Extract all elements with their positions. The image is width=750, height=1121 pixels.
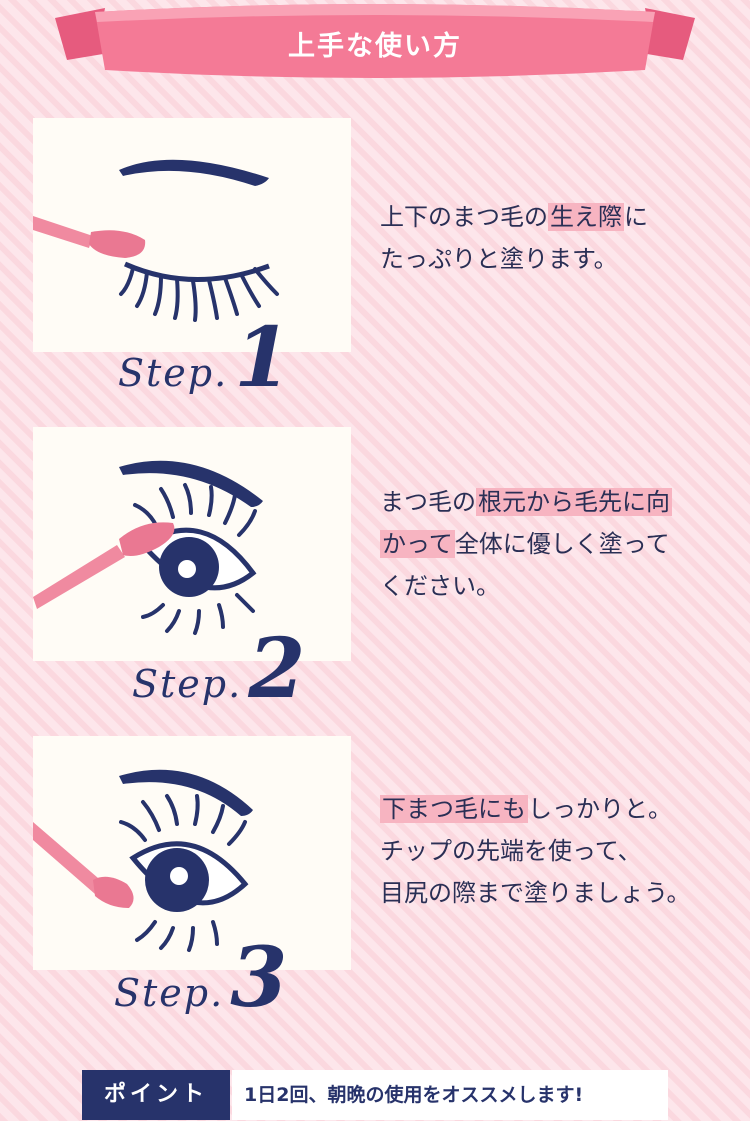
ribbon-shape: [55, 4, 695, 78]
step-number: 1: [234, 310, 292, 406]
step-3: Step.3 下まつ毛にもしっかりと。 チップの先端を使って、 目尻の際まで塗り…: [0, 736, 750, 1036]
step-2-illustration: [33, 427, 351, 661]
point-text: 1日2回、朝晩の使用をオススメします!: [232, 1070, 668, 1120]
step-word: Step.: [114, 971, 225, 1015]
highlight: 生え際: [548, 203, 624, 231]
step-1-label: Step.1: [118, 310, 291, 406]
step-word: Step.: [118, 351, 229, 395]
step-2-label: Step.2: [132, 621, 305, 717]
lower-lash-eye-icon: [33, 769, 253, 952]
closed-eye-icon: [33, 159, 279, 322]
step-number: 3: [230, 930, 288, 1026]
page-title: 上手な使い方: [288, 31, 462, 62]
highlight: 根元から毛先に向: [476, 488, 672, 516]
step-3-description: 下まつ毛にもしっかりと。 チップの先端を使って、 目尻の際まで塗りましょう。: [380, 795, 691, 907]
step-1: Step.1 上下のまつ毛の生え際に たっぷりと塗ります。: [0, 118, 750, 418]
open-eye-icon: [33, 460, 263, 635]
step-word: Step.: [132, 662, 243, 706]
step-3-label: Step.3: [114, 930, 287, 1026]
step-number: 2: [248, 621, 306, 717]
step-3-illustration: [33, 736, 351, 970]
step-2: Step.2 まつ毛の根元から毛先に向 かって全体に優しく塗って ください。: [0, 427, 750, 727]
step-2-description: まつ毛の根元から毛先に向 かって全体に優しく塗って ください。: [380, 488, 672, 600]
step-1-description: 上下のまつ毛の生え際に たっぷりと塗ります。: [380, 203, 648, 273]
highlight: 下まつ毛にも: [380, 795, 528, 823]
highlight: かって: [380, 530, 455, 558]
step-1-illustration: [33, 118, 351, 352]
point-badge: ポイント: [82, 1070, 230, 1120]
